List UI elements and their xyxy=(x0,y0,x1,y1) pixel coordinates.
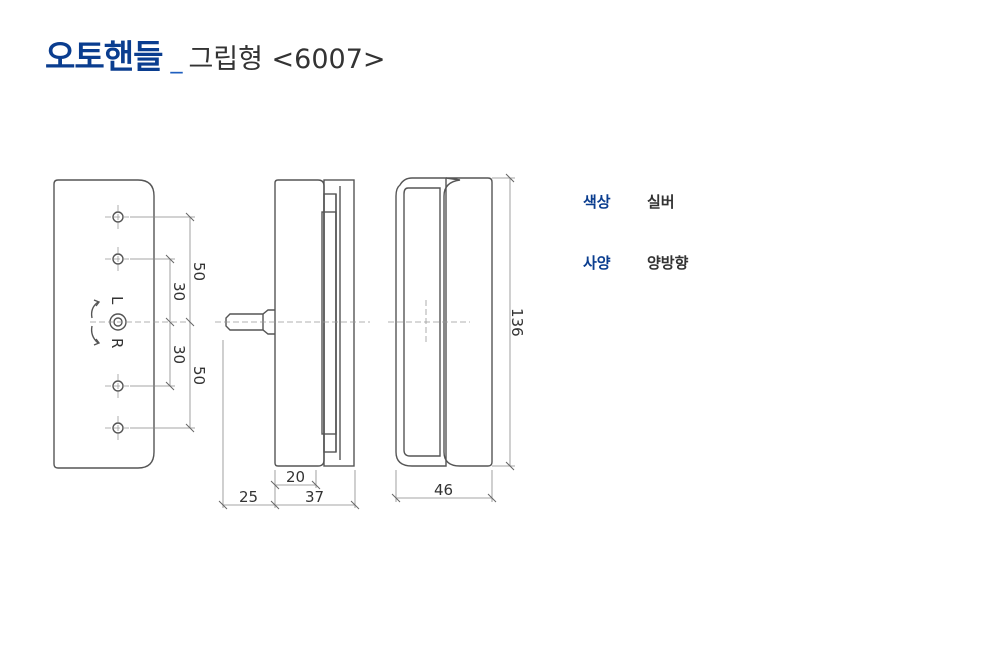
front-view xyxy=(53,179,155,469)
dim-side-37: 37 xyxy=(305,488,324,506)
dim-front-30-top: 30 xyxy=(170,282,188,301)
back-view xyxy=(395,177,493,467)
spec-value-color: 실버 xyxy=(647,193,675,211)
side-view xyxy=(225,179,355,467)
spec-label-type: 사양 xyxy=(583,254,611,272)
page-title: 오토핸들 _ 그립형 <6007> xyxy=(45,30,386,76)
rotation-letter-l: L xyxy=(108,296,126,305)
dim-back-136: 136 xyxy=(508,308,526,337)
title-sub: 그립형 <6007> xyxy=(188,44,386,75)
dim-front-50-top: 50 xyxy=(190,262,208,281)
dim-back-46: 46 xyxy=(434,481,453,499)
spec-label-color: 색상 xyxy=(583,193,611,211)
spec-row-color: 색상 실버 xyxy=(583,191,675,212)
spec-value-type: 양방향 xyxy=(647,254,689,272)
title-main: 오토핸들 xyxy=(45,37,163,76)
dim-front-50-bottom: 50 xyxy=(190,366,208,385)
dim-front-30-bottom: 30 xyxy=(170,345,188,364)
title-separator: _ xyxy=(170,46,183,74)
dim-side-25: 25 xyxy=(239,488,258,506)
spec-row-type: 사양 양방향 xyxy=(583,252,688,273)
rotation-letter-r: R xyxy=(108,338,126,348)
dim-side-20: 20 xyxy=(286,468,305,486)
